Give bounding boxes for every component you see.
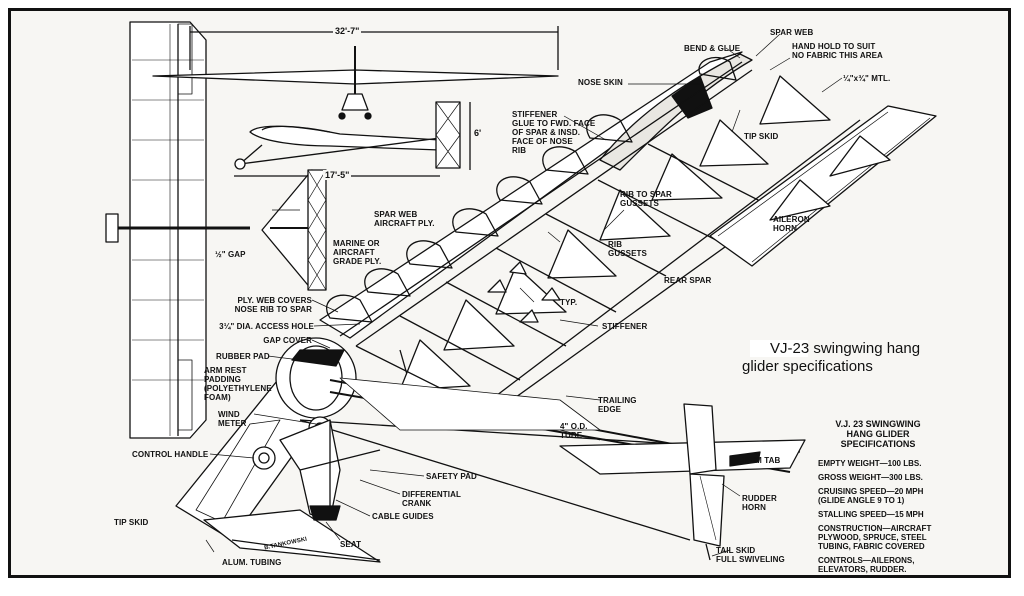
spec-item: CRUISING SPEED—20 MPH (GLIDE ANGLE 9 TO … — [818, 487, 924, 505]
caption-redaction — [750, 340, 808, 357]
label-bend-glue: BEND & GLUE — [684, 44, 741, 53]
label-marine: MARINE OR AIRCRAFT GRADE PLY. — [333, 239, 382, 266]
spec-item: STALLING SPEED—15 MPH — [818, 510, 924, 519]
label-tip-skid: TIP SKID — [114, 518, 149, 527]
spec-item: EMPTY WEIGHT—100 LBS. — [818, 459, 922, 468]
label-od-tube: 4" O.D. TUBE — [560, 422, 588, 440]
specs-title: V.J. 23 SWINGWING HANG GLIDER SPECIFICAT… — [835, 419, 921, 449]
side-view — [234, 101, 471, 177]
label-seat: SEAT — [340, 540, 362, 549]
label-trailing-edge: TRAILING EDGE — [598, 396, 637, 414]
label-rib-gussets: RIB GUSSETS — [608, 240, 647, 258]
length-dimension: 17'-5" — [323, 170, 352, 180]
spec-item: CONSTRUCTION—AIRCRAFT PLYWOOD, SPRUCE, S… — [818, 524, 932, 551]
caption-line-1: VJ-23 swingwing hang — [770, 340, 921, 357]
label-half-gap: ½" GAP — [215, 250, 246, 259]
label-tip-skid-top: TIP SKID — [744, 132, 779, 141]
label-access-hole: 3¼" DIA. ACCESS HOLE — [219, 322, 314, 331]
label-mtl: ¼"x¾" MTL. — [843, 74, 891, 83]
wing-structure — [319, 51, 937, 421]
label-control-handle: CONTROL HANDLE — [132, 450, 209, 459]
assembled-glider — [175, 337, 806, 563]
label-cable-guides: CABLE GUIDES — [372, 512, 434, 521]
specs-list: EMPTY WEIGHT—100 LBS. GROSS WEIGHT—300 L… — [818, 459, 968, 579]
label-rear-spar: REAR SPAR — [664, 276, 712, 285]
label-wind-meter: WIND METER — [218, 410, 247, 428]
label-spar-web-aircraft: SPAR WEB AIRCRAFT PLY. — [374, 210, 435, 228]
label-rubber-pad: RUBBER PAD — [216, 352, 270, 361]
rear-view — [261, 169, 327, 291]
label-arm-rest: ARM REST PADDING (POLYETHYLENE FOAM) — [204, 366, 272, 402]
spec-item: GROSS WEIGHT—300 LBS. — [818, 473, 923, 482]
label-spar-web: SPAR WEB — [770, 28, 814, 37]
label-stiffener: STIFFENER — [602, 322, 648, 331]
label-trim-tab: TRIM TAB — [742, 456, 781, 465]
label-stiffener-glue: STIFFENER GLUE TO FWD. FACE OF SPAR & IN… — [512, 110, 596, 155]
leader-lines — [205, 33, 843, 557]
label-aileron-horn: AILERON HORN — [773, 215, 810, 233]
label-rudder-horn: RUDDER HORN — [742, 494, 777, 512]
span-dimension: 32'-7" — [333, 26, 362, 36]
label-tail-skid: TAIL SKID FULL SWIVELING — [716, 546, 785, 564]
label-gap-cover: GAP COVER — [263, 336, 312, 345]
label-typ: TYP. — [560, 298, 578, 307]
label-rib-to-spar: RIB TO SPAR GUSSETS — [620, 190, 672, 208]
label-alum-tubing: ALUM. TUBING — [222, 558, 282, 567]
label-ply-web: PLY. WEB COVERS NOSE RIB TO SPAR — [234, 296, 312, 314]
label-differential: DIFFERENTIAL CRANK — [402, 490, 461, 508]
height-dimension: 6' — [472, 128, 484, 138]
label-safety-pad: SAFETY PAD — [426, 472, 477, 481]
label-nose-skin: NOSE SKIN — [578, 78, 623, 87]
caption-line-2: glider specifications — [742, 358, 873, 375]
front-view — [152, 26, 559, 120]
top-view — [105, 21, 250, 439]
label-hand-hold: HAND HOLD TO SUIT NO FABRIC THIS AREA — [792, 42, 883, 60]
spec-item: CONTROLS—AILERONS, ELEVATORS, RUDDER. — [818, 556, 915, 574]
